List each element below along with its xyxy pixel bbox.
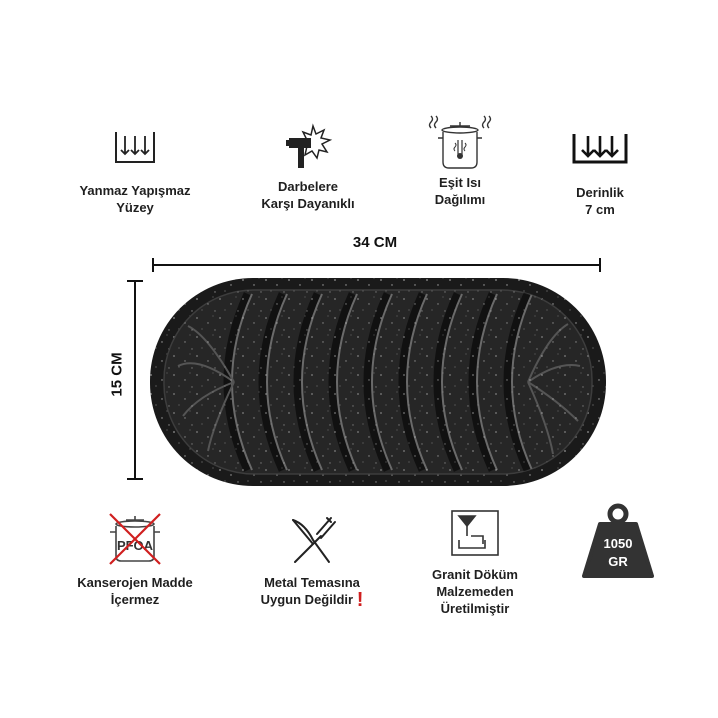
width-dimension-label: 34 CM (352, 234, 398, 251)
fork-knife-icon (292, 517, 336, 563)
feature-even-heat: Eşit Isı Dağılımı (390, 110, 530, 208)
width-dimension-line (152, 264, 601, 266)
feature-label: Kanserojen Madde İçermez (77, 575, 193, 607)
impact-resistant-hammer-icon (286, 123, 333, 168)
feature-impact-resistant: Darbelere Karşı Dayanıklı (238, 122, 378, 212)
height-dimension-tick-top (127, 280, 143, 282)
pfoa-free-icon: PFOA (109, 513, 161, 565)
width-dimension-tick-right (599, 258, 601, 272)
height-dimension-label: 15 CM (108, 352, 126, 397)
feature-pfoa-free: PFOA Kanserojen Madde İçermez (55, 510, 215, 608)
non-stick-surface-icon (115, 132, 155, 163)
even-heat-pot-icon (428, 115, 492, 169)
feature-label: Derinlik 7 cm (576, 185, 624, 217)
height-dimension-line (134, 280, 136, 480)
feature-weight: 1050 GR (578, 502, 658, 582)
width-dimension-tick-left (152, 258, 154, 272)
depth-icon (572, 134, 628, 164)
feature-label: Yanmaz Yapışmaz Yüzey (79, 183, 191, 215)
feature-non-stick: Yanmaz Yapışmaz Yüzey (60, 128, 210, 216)
feature-no-metal-contact: Metal Temasına Uygun Değildir ! (232, 514, 392, 612)
feature-label: Granit Döküm Malzemeden Üretilmiştir (432, 567, 518, 616)
feature-label-text: Metal Temasına Uygun Değildir (260, 575, 360, 607)
weight-icon (582, 503, 654, 578)
weight-value: 1050 (603, 536, 633, 551)
height-dimension-tick-bottom (127, 478, 143, 480)
warning-exclamation: ! (356, 589, 364, 612)
feature-label: Darbelere Karşı Dayanıklı (261, 179, 355, 211)
weight-unit: GR (608, 554, 628, 569)
feature-granite-casting: Granit Döküm Malzemeden Üretilmiştir (405, 508, 545, 617)
feature-label: Eşit Isı Dağılımı (434, 175, 486, 207)
feature-depth: Derinlik 7 cm (530, 130, 670, 218)
granite-casting-icon (451, 510, 499, 556)
granite-loaf-pan (150, 278, 606, 486)
feature-label: Metal Temasına Uygun Değildir ! (232, 574, 392, 612)
